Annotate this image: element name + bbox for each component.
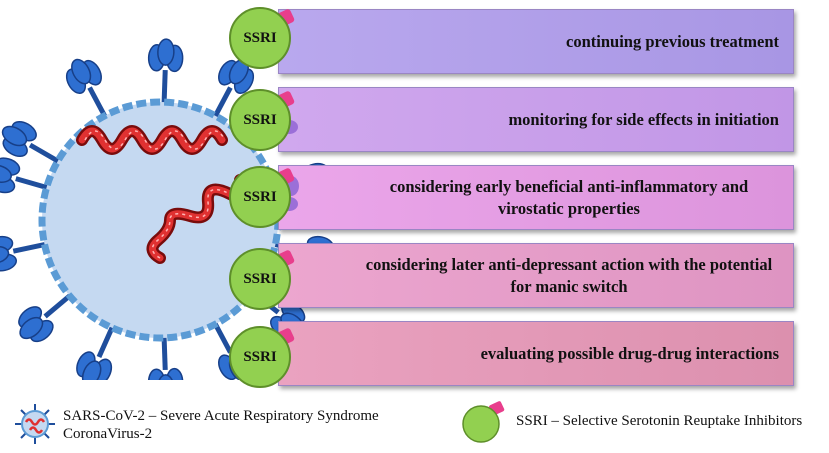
spike-head [147,367,184,380]
ssri-label-3: SSRI [243,189,277,205]
ssri-molecule-icon [229,326,295,388]
ssri-label-1: SSRI [243,30,277,46]
step-bar-2: monitoring for side effects in initiatio… [278,87,794,152]
ssri-badge-4: SSRI [229,248,299,318]
step-text-4: considering later anti-depressant action… [365,254,773,296]
spike-head [0,157,21,194]
spike-stem [15,176,54,192]
spike-head [18,306,54,343]
ssri-badge-5: SSRI [229,326,299,396]
virus-illustration [0,38,338,380]
step-text-1: continuing previous treatment [566,31,779,51]
step-bar-4: considering later anti-depressant action… [278,243,794,308]
spike-stem [28,142,65,167]
spike-head [1,120,37,158]
ssri-label-2: SSRI [243,112,277,128]
spike-stem [161,331,168,370]
step-bar-1: continuing previous treatment [278,9,794,74]
step-text-3: considering early beneficial anti-inflam… [389,176,749,218]
ssri-badge-1: SSRI [229,7,299,77]
spike-head [218,58,255,95]
ssri-molecule-icon [229,248,295,310]
ssri-badge-3: SSRI [229,166,299,236]
ssri-label-4: SSRI [243,271,277,287]
ssri-legend-text: SSRI – Selective Serotonin Reuptake Inhi… [516,413,803,429]
ssri-legend-icon [462,401,505,443]
step-bar-3: considering early beneficial anti-inflam… [278,165,794,230]
virus-legend-text: SARS-CoV-2 – Severe Acute Respiratory Sy… [63,408,379,442]
spike-stem [161,70,168,109]
virus-legend-icon [15,404,55,444]
ssri-molecule-icon [229,166,299,228]
ssri-badge-2: SSRI [229,89,299,159]
ssri-molecule-icon [229,89,298,151]
virus-spikes [0,38,338,380]
spike-head [147,38,184,73]
spike-head [65,58,102,95]
ssri-label-5: SSRI [243,349,277,365]
step-text-5: evaluating possible drug-drug interactio… [480,343,779,363]
spike-head [76,351,113,380]
step-bar-5: evaluating possible drug-drug interactio… [278,321,794,386]
spike-stem [210,86,233,123]
spike-head [0,235,17,272]
step-text-2: monitoring for side effects in initiatio… [508,109,779,129]
ssri-molecule-icon [229,7,295,69]
spike-stem [96,321,117,359]
